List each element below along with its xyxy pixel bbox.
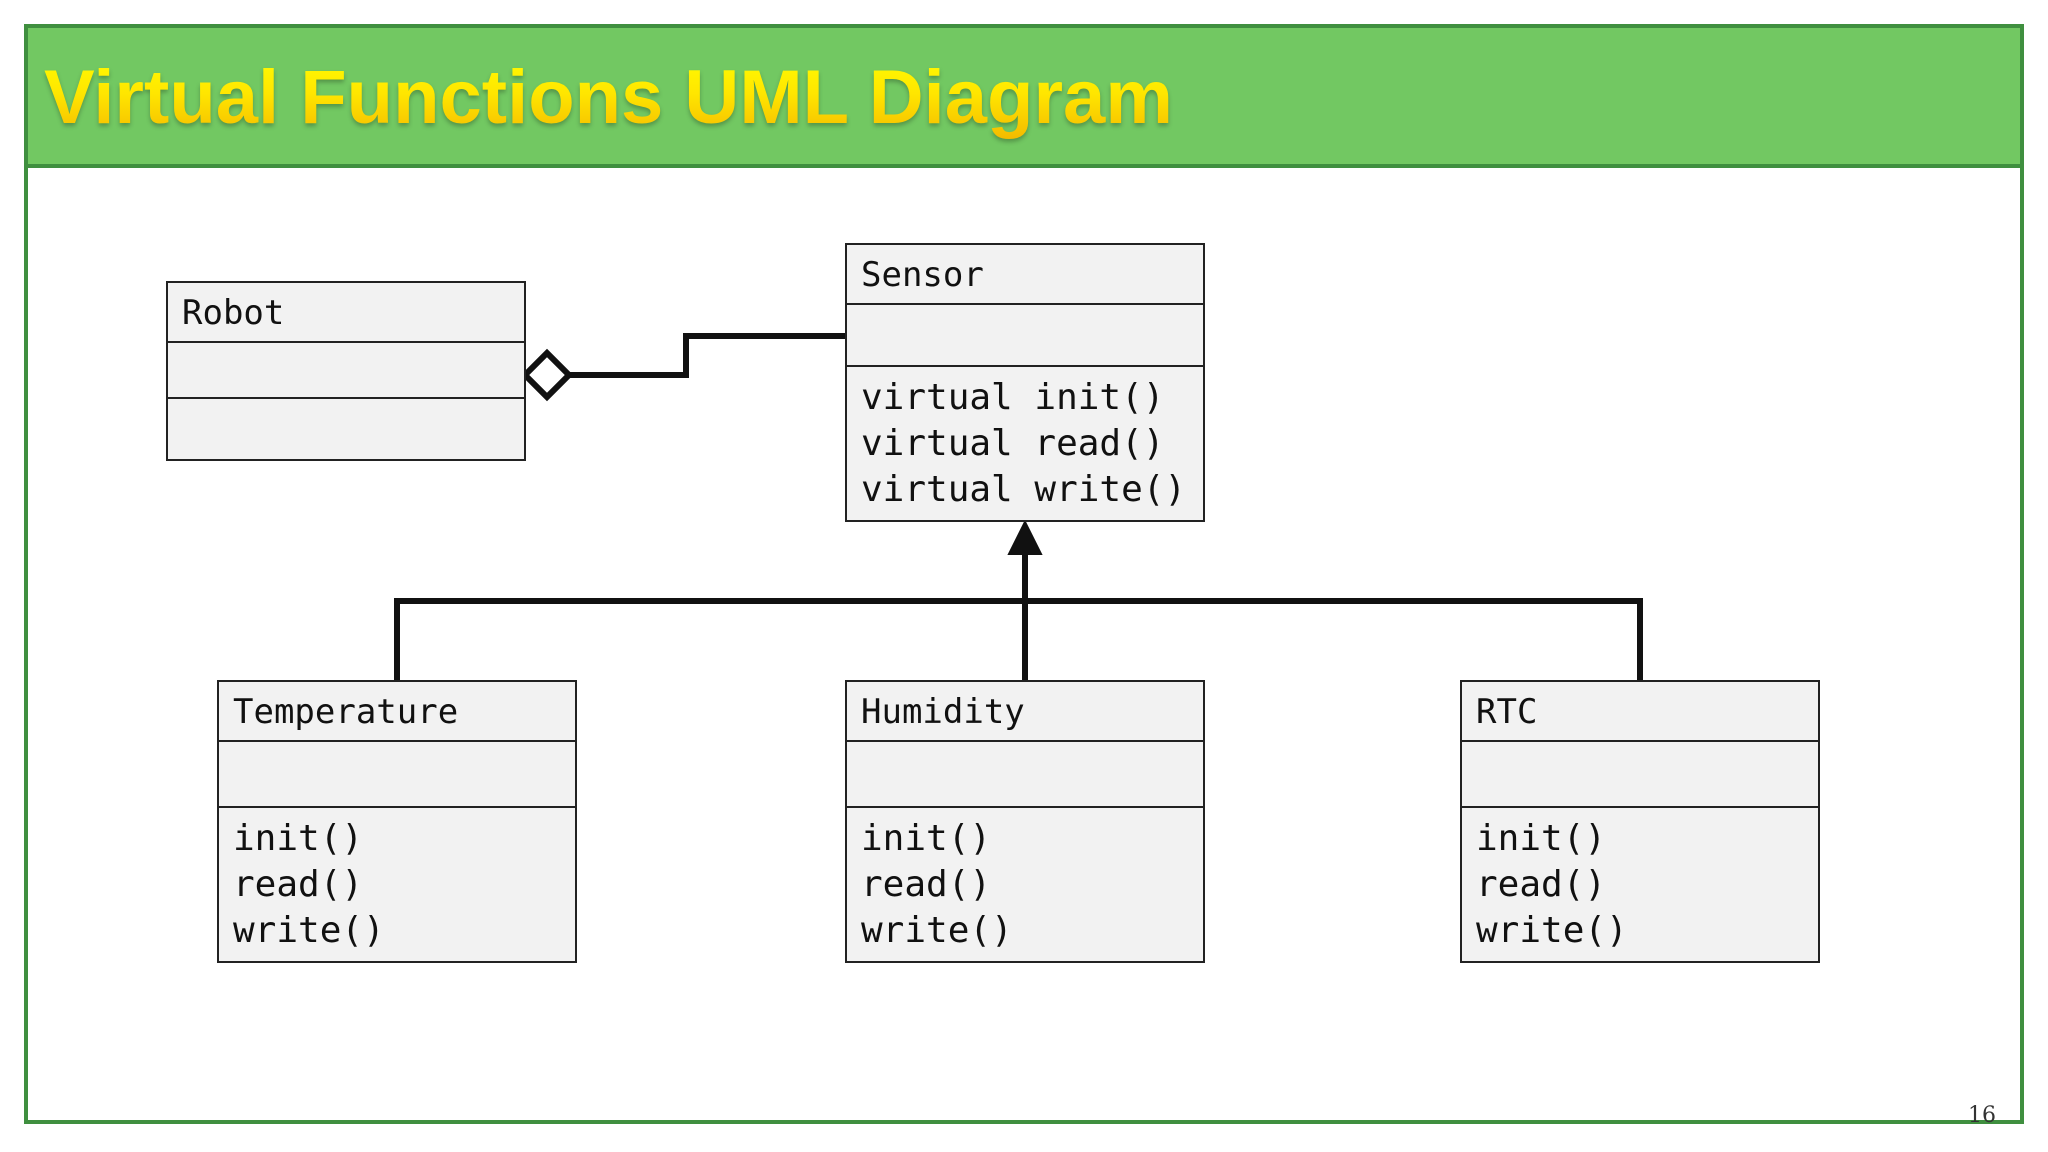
class-attributes	[1462, 742, 1818, 808]
uml-class-rtc: RTC init() read() write()	[1460, 680, 1820, 963]
operation: write()	[233, 910, 385, 951]
slide-title: Virtual Functions UML Diagram	[44, 50, 1173, 146]
operation: virtual init()	[861, 377, 1165, 418]
operation: read()	[861, 864, 992, 905]
operation: write()	[861, 910, 1013, 951]
class-operations: init() read() write()	[219, 808, 575, 954]
uml-class-sensor: Sensor virtual init() virtual read() vir…	[845, 243, 1205, 522]
title-bar: Virtual Functions UML Diagram	[28, 28, 2020, 168]
class-operations: init() read() write()	[847, 808, 1203, 954]
class-name: RTC	[1462, 682, 1818, 742]
class-attributes	[219, 742, 575, 808]
class-name: Sensor	[847, 245, 1203, 305]
operation: init()	[233, 818, 364, 859]
class-operations: init() read() write()	[1462, 808, 1818, 954]
operation: virtual write()	[861, 469, 1187, 510]
class-operations: virtual init() virtual read() virtual wr…	[847, 367, 1203, 513]
operation: virtual read()	[861, 423, 1165, 464]
class-attributes	[168, 343, 524, 399]
class-attributes	[847, 742, 1203, 808]
operation: write()	[1476, 910, 1628, 951]
operation: init()	[861, 818, 992, 859]
uml-class-humidity: Humidity init() read() write()	[845, 680, 1205, 963]
uml-class-temperature: Temperature init() read() write()	[217, 680, 577, 963]
class-attributes	[847, 305, 1203, 367]
class-name: Robot	[168, 283, 524, 343]
class-operations	[168, 399, 524, 407]
class-name: Humidity	[847, 682, 1203, 742]
operation: read()	[233, 864, 364, 905]
operation: read()	[1476, 864, 1607, 905]
class-name: Temperature	[219, 682, 575, 742]
uml-class-robot: Robot	[166, 281, 526, 461]
operation: init()	[1476, 818, 1607, 859]
page-number: 16	[1968, 1103, 1996, 1128]
